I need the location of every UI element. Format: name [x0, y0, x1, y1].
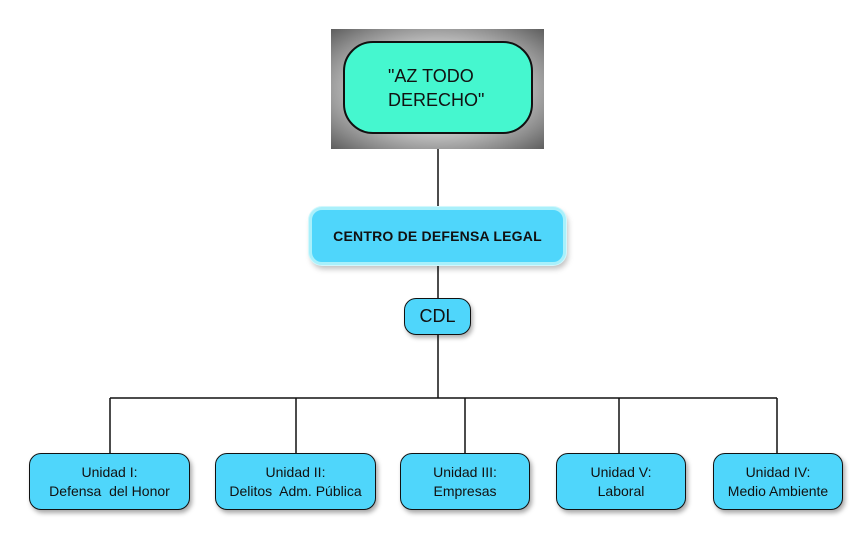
unit-node-4-subtitle: Laboral: [597, 482, 645, 499]
unit-node-1-subtitle: Defensa del Honor: [49, 482, 170, 499]
cdl-node-label: CDL: [419, 306, 456, 326]
unit-node-1-title: Unidad I:: [81, 463, 138, 480]
unit-node-4-title: Unidad V:: [590, 463, 652, 480]
unit-node-3-subtitle: Empresas: [433, 482, 497, 499]
unit-node-3-title: Unidad III:: [433, 463, 497, 480]
top-node-line-2: DERECHO": [388, 89, 485, 110]
unit-node-2: Unidad II: Delitos Adm. Pública: [215, 453, 376, 510]
unit-node-1: Unidad I: Defensa del Honor: [29, 453, 190, 510]
unit-node-3: Unidad III: Empresas: [400, 453, 530, 510]
unit-node-2-subtitle: Delitos Adm. Pública: [229, 482, 362, 499]
unit-node-5: Unidad IV: Medio Ambiente: [713, 453, 843, 510]
unit-node-2-title: Unidad II:: [265, 463, 326, 480]
top-node-line-1: "AZ TODO: [388, 65, 474, 86]
unit-node-5-title: Unidad IV:: [745, 463, 811, 480]
unit-node-4: Unidad V: Laboral: [556, 453, 686, 510]
top-node-az-todo-derecho: "AZ TODO DERECHO": [343, 41, 533, 134]
center-node-label: CENTRO DE DEFENSA LEGAL: [333, 228, 542, 244]
unit-node-5-subtitle: Medio Ambiente: [727, 482, 829, 499]
center-node-centro-defensa-legal: CENTRO DE DEFENSA LEGAL: [309, 207, 566, 265]
top-node-text: "AZ TODO DERECHO": [388, 64, 488, 112]
cdl-node: CDL: [404, 298, 471, 335]
